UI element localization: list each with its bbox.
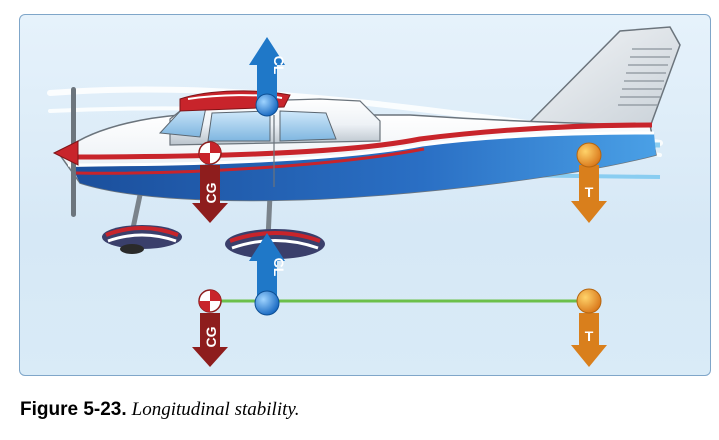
stability-diagram: CL CG T CL xyxy=(47,26,681,367)
thrust-arrow-lower: T xyxy=(571,288,607,367)
figure-number: Figure 5-23. xyxy=(20,399,127,420)
cl-label-lower: CL xyxy=(271,258,287,277)
lift-arrow-upper: CL xyxy=(249,37,287,117)
diagram-panel: CL CG T CL xyxy=(19,14,711,376)
lift-arrow-lower: CL xyxy=(249,233,287,316)
landing-gear xyxy=(102,194,325,259)
vertical-tail xyxy=(523,26,681,128)
tail-vents xyxy=(618,48,672,106)
fuselage-red-stripe xyxy=(65,122,653,160)
cg-label-upper: CG xyxy=(203,182,219,203)
cg-arrow-upper: CG xyxy=(192,141,228,223)
figure-title: Longitudinal stability. xyxy=(131,399,300,420)
cl-label-upper: CL xyxy=(271,56,287,75)
front-window xyxy=(207,110,271,142)
rear-window xyxy=(279,110,337,142)
thrust-label-upper: T xyxy=(585,184,594,200)
cg-label-lower: CG xyxy=(203,326,219,347)
cg-arrow-lower: CG xyxy=(192,289,228,367)
figure-caption: Figure 5-23.Longitudinal stability. xyxy=(20,399,300,421)
spinner xyxy=(52,140,79,166)
thrust-arrow-upper: T xyxy=(571,142,607,223)
thrust-label-lower: T xyxy=(585,328,594,344)
